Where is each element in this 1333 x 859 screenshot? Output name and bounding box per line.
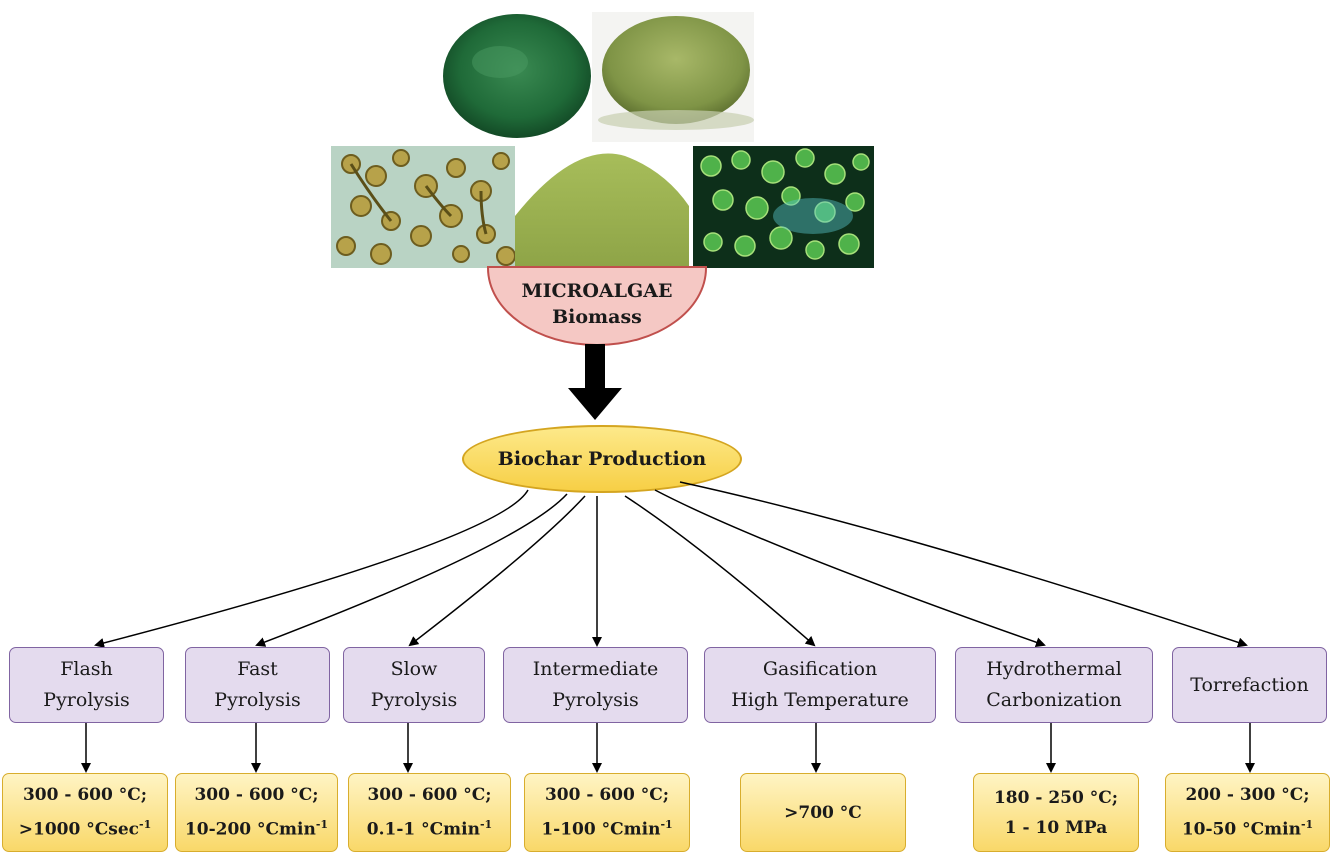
condition-line2: 10-200 °Cmin-1 — [184, 818, 329, 840]
condition-line2: >1000 °Csec-1 — [18, 818, 152, 840]
light-green-powder-photo — [515, 146, 689, 268]
condition-line2: 1-100 °Cmin-1 — [541, 818, 673, 840]
condition-line1: >700 °C — [784, 802, 862, 823]
method-line2: Pyrolysis — [43, 689, 130, 711]
condition-line2: 1 - 10 MPa — [1004, 817, 1108, 838]
condition-gasification: >700 °C — [740, 773, 906, 852]
method-line1: Intermediate — [532, 658, 659, 680]
condition-intermediate-pyrolysis: 300 - 600 °C; 1-100 °Cmin-1 — [524, 773, 690, 852]
biochar-production-node: Biochar Production — [462, 425, 742, 493]
process-label: Biochar Production — [497, 448, 707, 470]
method-line1: Fast — [237, 658, 278, 680]
condition-line1: 180 - 250 °C; — [993, 787, 1119, 808]
condition-line1: 200 - 300 °C; — [1185, 785, 1310, 806]
condition-flash-pyrolysis: 300 - 600 °C; >1000 °Csec-1 — [2, 773, 168, 852]
method-line2: Pyrolysis — [214, 689, 301, 711]
fluorescent-cells-photo — [693, 146, 874, 268]
condition-line2: 0.1-1 °Cmin-1 — [366, 818, 493, 840]
method-gasification: Gasification High Temperature — [704, 647, 936, 723]
dark-green-powder-photo — [440, 12, 594, 140]
condition-hydrothermal-carbonization: 180 - 250 °C; 1 - 10 MPa — [973, 773, 1139, 852]
source-label-line2: Biomass — [552, 306, 642, 328]
condition-fast-pyrolysis: 300 - 600 °C; 10-200 °Cmin-1 — [175, 773, 338, 852]
method-flash-pyrolysis: Flash Pyrolysis — [9, 647, 164, 723]
connector-hydrothermal — [654, 489, 1046, 648]
microscope-cells-photo — [331, 146, 516, 268]
condition-torrefaction: 200 - 300 °C; 10-50 °Cmin-1 — [1165, 773, 1330, 852]
connector-fast — [255, 493, 568, 647]
olive-granules-photo — [592, 12, 754, 142]
condition-line1: 300 - 600 °C; — [367, 785, 492, 806]
method-intermediate-pyrolysis: Intermediate Pyrolysis — [503, 647, 688, 723]
method-slow-pyrolysis: Slow Pyrolysis — [343, 647, 485, 723]
method-line1: Gasification — [762, 658, 878, 680]
connector-slow — [408, 495, 586, 647]
method-line1: Flash — [60, 658, 113, 680]
method-line1: Hydrothermal — [986, 658, 1122, 680]
source-label-line1: MICROALGAE — [521, 280, 673, 302]
condition-line1: 300 - 600 °C; — [544, 785, 670, 806]
condition-slow-pyrolysis: 300 - 600 °C; 0.1-1 °Cmin-1 — [348, 773, 511, 852]
method-fast-pyrolysis: Fast Pyrolysis — [185, 647, 330, 723]
connector-flash — [94, 489, 529, 648]
method-line2: Carbonization — [986, 689, 1122, 711]
method-hydrothermal-carbonization: Hydrothermal Carbonization — [955, 647, 1153, 723]
condition-line2: 10-50 °Cmin-1 — [1181, 818, 1314, 840]
method-torrefaction: Torrefaction — [1172, 647, 1327, 723]
connector-gasification — [624, 495, 816, 647]
condition-line1: 300 - 600 °C; — [194, 785, 319, 806]
method-line2: High Temperature — [731, 689, 909, 711]
method-line1: Slow — [390, 658, 438, 680]
method-line2: Pyrolysis — [370, 689, 458, 711]
method-line2: Pyrolysis — [552, 689, 639, 711]
down-arrow-icon — [568, 388, 622, 420]
down-arrow-shaft — [585, 344, 605, 390]
condition-line1: 300 - 600 °C; — [22, 785, 148, 806]
method-line1: Torrefaction — [1190, 673, 1309, 696]
connector-torrefaction — [679, 481, 1248, 648]
